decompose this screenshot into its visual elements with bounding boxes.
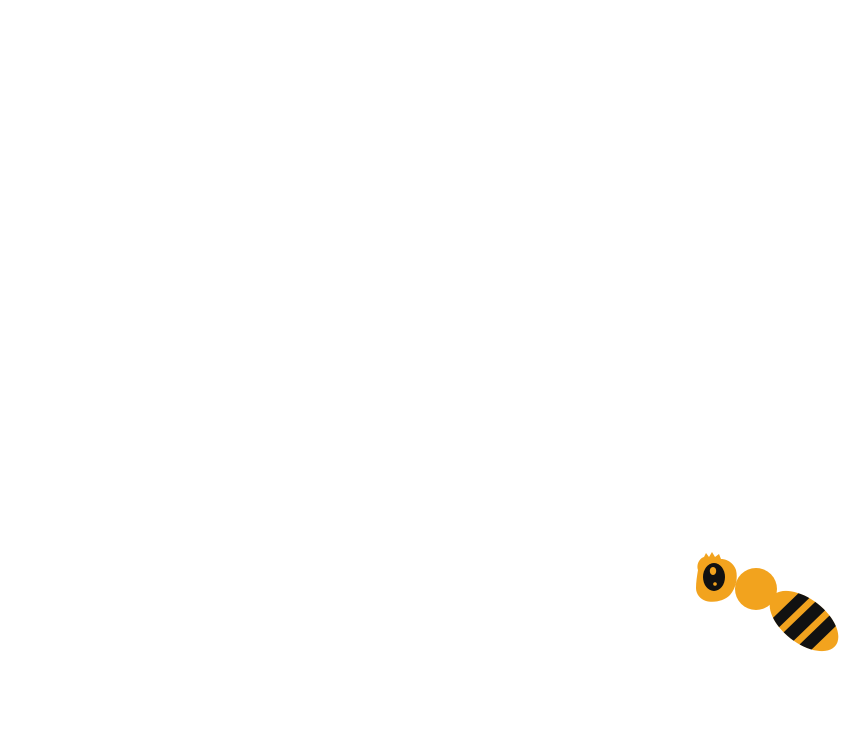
bee-thorax (735, 568, 777, 610)
bee-head (696, 552, 737, 602)
bee-eye (703, 563, 725, 591)
bee-icon (690, 548, 846, 664)
bee-abdomen (763, 587, 843, 659)
